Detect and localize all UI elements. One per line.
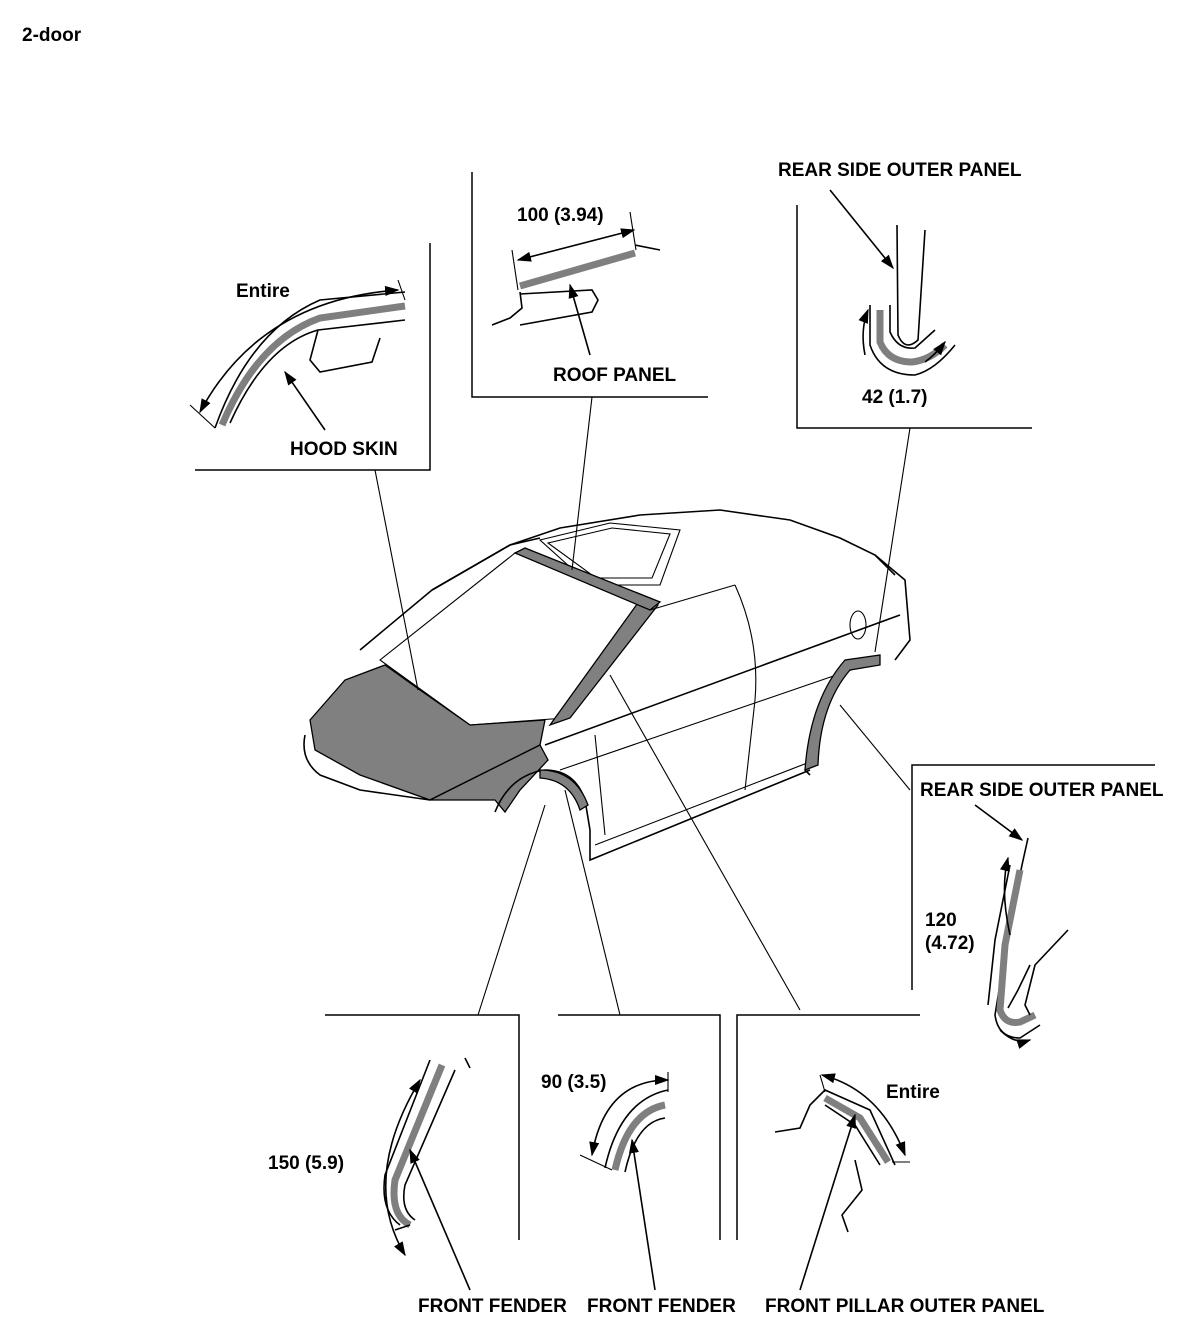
rear-side-outer-upper-callout: REAR SIDE OUTER PANEL 42 (1.7) bbox=[778, 160, 1032, 653]
front-pillar-dimension: Entire bbox=[886, 1082, 940, 1103]
front-fender-mid-dimension: 90 (3.5) bbox=[541, 1072, 606, 1093]
page-heading: 2-door bbox=[22, 25, 82, 46]
rear-side-outer-lower-dimension-1: 120 bbox=[925, 910, 957, 931]
front-fender-left-label: FRONT FENDER bbox=[418, 1296, 567, 1317]
roof-panel-label: ROOF PANEL bbox=[553, 365, 677, 386]
rear-side-outer-lower-dimension-2: (4.72) bbox=[925, 933, 975, 954]
roof-panel-area bbox=[513, 547, 662, 611]
front-fender-left-callout: 150 (5.9) FRONT FENDER bbox=[268, 804, 567, 1317]
front-fender-left-dimension: 150 (5.9) bbox=[268, 1153, 344, 1174]
rear-side-outer-area bbox=[804, 654, 881, 771]
hood-skin-dimension: Entire bbox=[236, 281, 290, 302]
hood-skin-label: HOOD SKIN bbox=[290, 439, 398, 460]
rear-side-outer-upper-label: REAR SIDE OUTER PANEL bbox=[778, 160, 1022, 181]
front-fender-mid-callout: 90 (3.5) FRONT FENDER bbox=[541, 789, 736, 1317]
front-pillar-label: FRONT PILLAR OUTER PANEL bbox=[765, 1296, 1045, 1317]
hood-skin-callout: Entire HOOD SKIN bbox=[189, 243, 431, 691]
front-fender-mid-label: FRONT FENDER bbox=[587, 1296, 736, 1317]
rear-side-outer-lower-callout: REAR SIDE OUTER PANEL 120 (4.72) bbox=[839, 704, 1164, 1049]
rear-side-outer-upper-dimension: 42 (1.7) bbox=[862, 387, 927, 408]
front-pillar-callout: Entire FRONT PILLAR OUTER PANEL bbox=[609, 674, 1045, 1317]
front-fender-area bbox=[429, 744, 549, 814]
rear-side-outer-lower-label: REAR SIDE OUTER PANEL bbox=[920, 780, 1164, 801]
roof-panel-dimension: 100 (3.94) bbox=[517, 205, 604, 226]
roof-panel-callout: 100 (3.94) ROOF PANEL bbox=[471, 172, 708, 571]
car-body bbox=[303, 509, 911, 862]
hood-skin-area bbox=[309, 664, 546, 801]
front-pillar-area bbox=[548, 599, 660, 727]
